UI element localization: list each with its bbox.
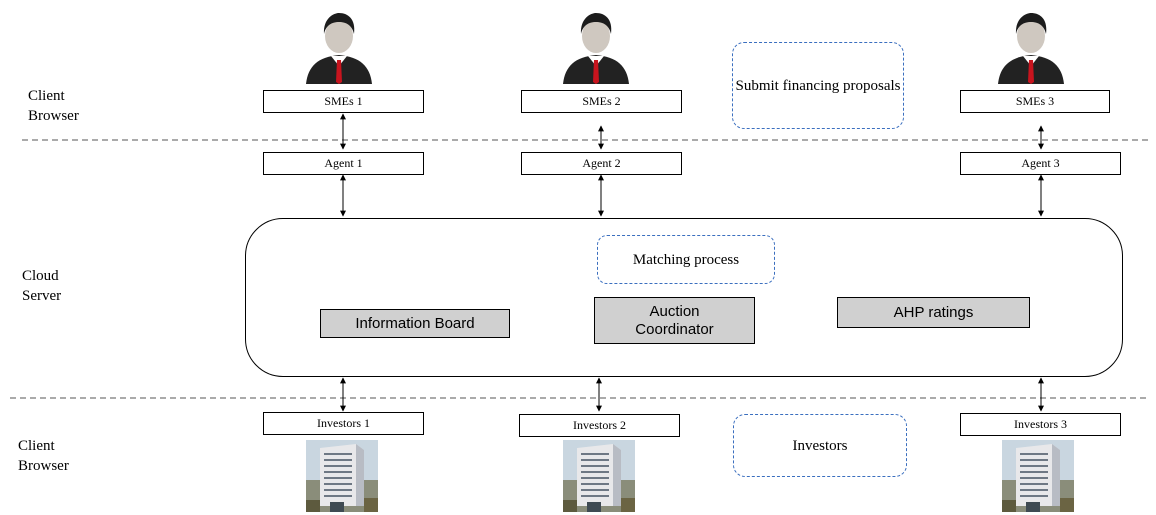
- note-matching-process: Matching process: [597, 235, 775, 284]
- note-investors: Investors: [733, 414, 907, 477]
- office-building-icon: [1002, 440, 1074, 512]
- tier-label-client-top: Client Browser: [28, 88, 79, 124]
- tier-label-cloud-server: Cloud Server: [22, 268, 62, 304]
- office-building-icon: [563, 440, 635, 512]
- sme-box-2: SMEs 2: [521, 90, 682, 113]
- information-board: Information Board: [320, 309, 510, 338]
- note-submit-proposals: Submit financing proposals: [732, 42, 904, 129]
- investor-box-2: Investors 2: [519, 414, 680, 437]
- sme-box-1: SMEs 1: [263, 90, 424, 113]
- agent-box-1: Agent 1: [263, 152, 424, 175]
- agent-box-3: Agent 3: [960, 152, 1121, 175]
- businessman-icon: [306, 13, 372, 84]
- sme-box-3: SMEs 3: [960, 90, 1110, 113]
- auction-coordinator: Auction Coordinator: [594, 297, 755, 344]
- office-building-icon: [306, 440, 378, 512]
- investor-box-3: Investors 3: [960, 413, 1121, 436]
- businessman-icon: [998, 13, 1064, 84]
- agent-box-2: Agent 2: [521, 152, 682, 175]
- businessman-icon: [563, 13, 629, 84]
- tier-label-client-bottom: Client Browser: [18, 438, 69, 474]
- ahp-ratings: AHP ratings: [837, 297, 1030, 328]
- investor-box-1: Investors 1: [263, 412, 424, 435]
